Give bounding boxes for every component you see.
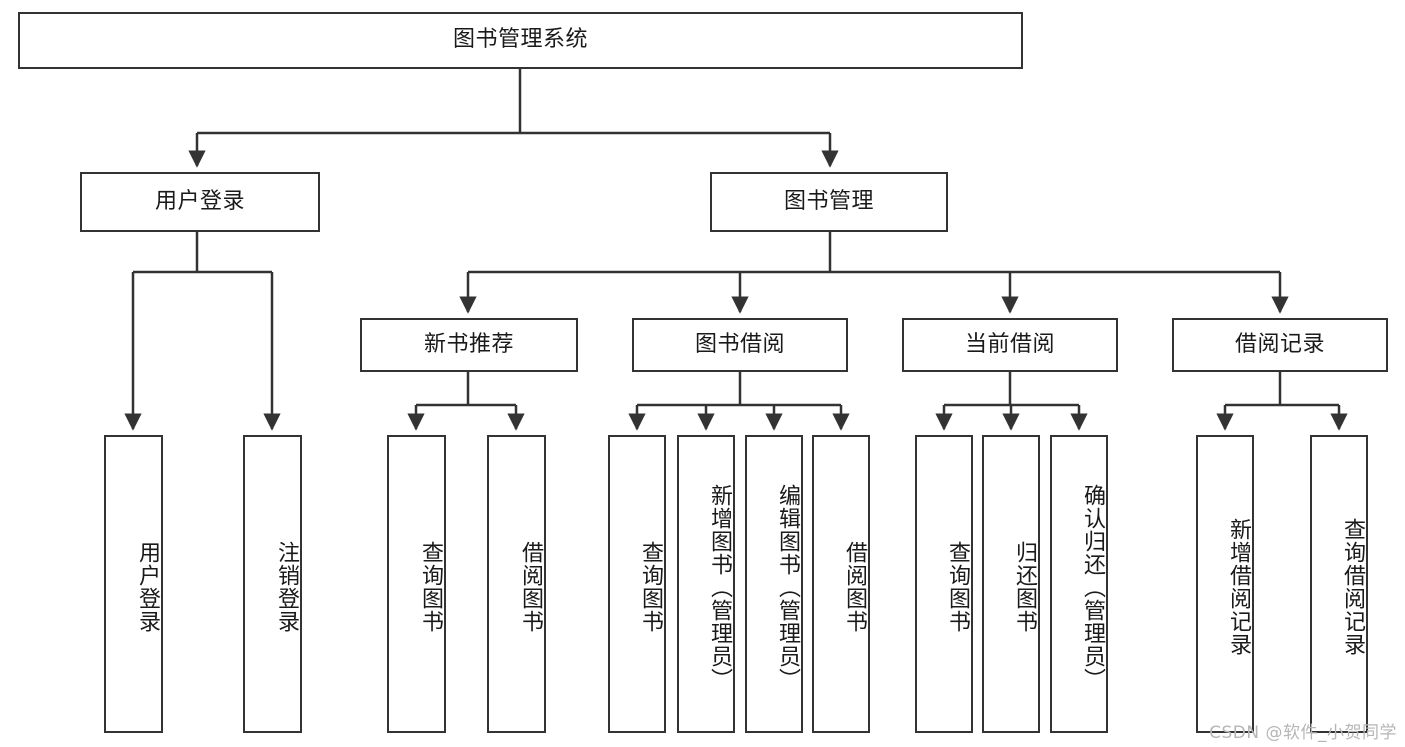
node-root[interactable]: 图书管理系统	[18, 12, 1023, 69]
node-leaf-borrow-book-recommend[interactable]: 借阅图书	[487, 435, 546, 733]
node-user-login[interactable]: 用户登录	[80, 172, 320, 232]
node-book-management[interactable]: 图书管理	[710, 172, 948, 232]
node-leaf-logout-label: 注销登录	[274, 541, 299, 633]
node-leaf-logout[interactable]: 注销登录	[243, 435, 302, 733]
node-leaf-user-login-label: 用户登录	[135, 541, 160, 633]
node-leaf-query-borrow-record[interactable]: 查询借阅记录	[1310, 435, 1368, 733]
node-book-borrow-label: 图书借阅	[694, 331, 785, 357]
node-leaf-borrow-book[interactable]: 借阅图书	[812, 435, 870, 733]
node-new-book-recommend[interactable]: 新书推荐	[360, 318, 578, 372]
node-leaf-query-borrow-record-label: 查询借阅记录	[1340, 518, 1365, 656]
node-book-management-label: 图书管理	[783, 188, 874, 214]
node-current-borrow[interactable]: 当前借阅	[902, 318, 1118, 372]
node-leaf-edit-book-label: 编辑图书（管理员）	[775, 483, 800, 691]
node-leaf-query-book-recommend[interactable]: 查询图书	[387, 435, 446, 733]
node-leaf-add-book-label: 新增图书（管理员）	[707, 483, 732, 691]
node-leaf-edit-book[interactable]: 编辑图书（管理员）	[745, 435, 803, 733]
node-leaf-confirm-return[interactable]: 确认归还（管理员）	[1050, 435, 1108, 733]
node-leaf-query-book-borrow-label: 查询图书	[638, 541, 663, 633]
node-leaf-borrow-book-label: 借阅图书	[842, 541, 867, 633]
node-leaf-query-book-borrow[interactable]: 查询图书	[608, 435, 666, 733]
node-leaf-query-book-current[interactable]: 查询图书	[915, 435, 973, 733]
node-leaf-borrow-book-recommend-label: 借阅图书	[518, 541, 543, 633]
node-user-login-label: 用户登录	[154, 188, 245, 214]
node-leaf-user-login[interactable]: 用户登录	[104, 435, 163, 733]
node-leaf-add-borrow-record[interactable]: 新增借阅记录	[1196, 435, 1254, 733]
node-leaf-confirm-return-label: 确认归还（管理员）	[1080, 483, 1105, 691]
node-borrow-record[interactable]: 借阅记录	[1172, 318, 1388, 372]
node-borrow-record-label: 借阅记录	[1234, 331, 1325, 357]
node-book-borrow[interactable]: 图书借阅	[632, 318, 848, 372]
node-leaf-add-borrow-record-label: 新增借阅记录	[1226, 518, 1251, 656]
node-leaf-add-book[interactable]: 新增图书（管理员）	[677, 435, 735, 733]
node-leaf-return-book-label: 归还图书	[1012, 541, 1037, 633]
watermark-text: CSDN @软件_小贺同学	[1209, 723, 1397, 743]
node-root-label: 图书管理系统	[452, 27, 588, 53]
node-leaf-return-book[interactable]: 归还图书	[982, 435, 1040, 733]
node-leaf-query-book-recommend-label: 查询图书	[418, 541, 443, 633]
node-new-book-recommend-label: 新书推荐	[423, 331, 514, 357]
node-current-borrow-label: 当前借阅	[964, 331, 1055, 357]
node-leaf-query-book-current-label: 查询图书	[945, 541, 970, 633]
